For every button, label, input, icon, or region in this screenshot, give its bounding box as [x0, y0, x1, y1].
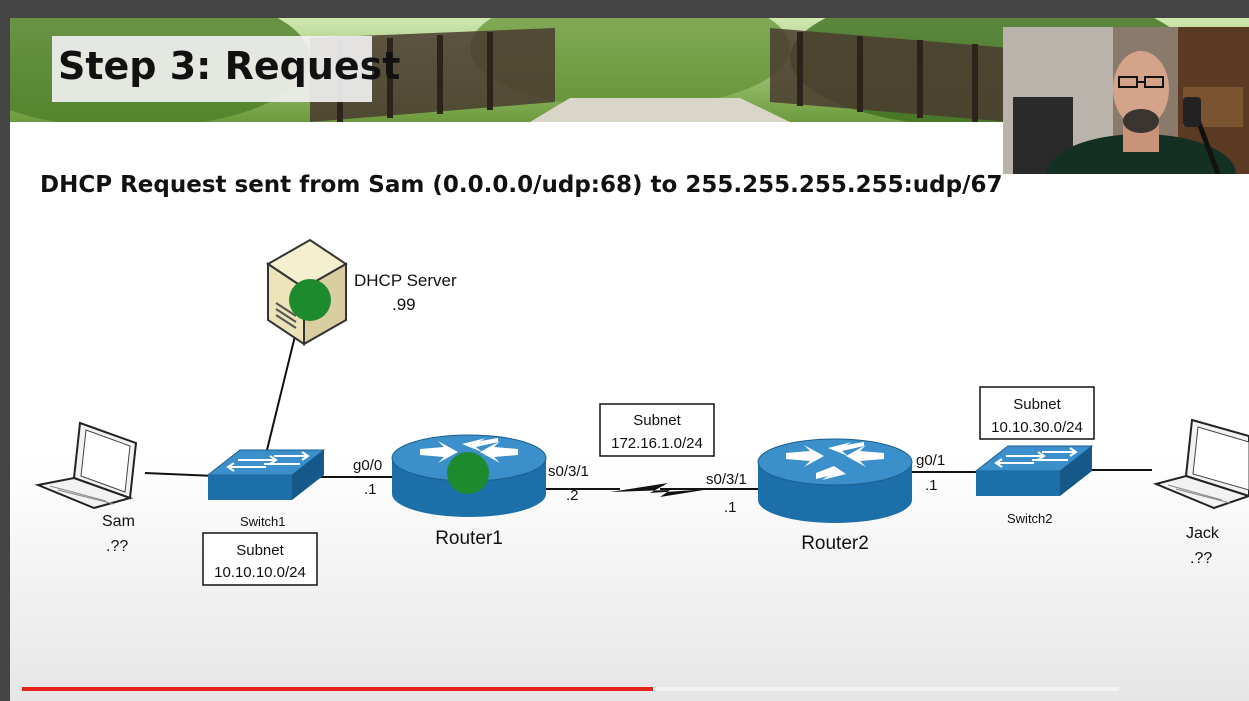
switch-icon-switch2: [974, 445, 1094, 496]
video-progress-fill: [22, 687, 653, 691]
jack-label: Jack: [1186, 525, 1220, 542]
svg-text:10.10.10.0/24: 10.10.10.0/24: [214, 564, 306, 581]
switch1-label: Switch1: [240, 514, 286, 529]
link-sam-switch1: [144, 472, 216, 477]
svg-text:172.16.1.0/24: 172.16.1.0/24: [611, 435, 703, 452]
network-diagram: DHCP Server .99 Sam .??: [34, 238, 1249, 586]
link-server-switch1: [265, 335, 296, 455]
svg-text:10.10.30.0/24: 10.10.30.0/24: [991, 419, 1083, 436]
presenter-webcam-video: [1003, 27, 1249, 174]
subnet-box-lan3: Subnet 10.10.30.0/24: [979, 386, 1095, 440]
svg-text:Subnet: Subnet: [633, 412, 681, 429]
router-icon-router2: [757, 438, 913, 523]
router1-g00-name: g0/0: [353, 457, 382, 474]
subnet-box-wan: Subnet 172.16.1.0/24: [599, 403, 715, 457]
switch2-label: Switch2: [1007, 511, 1053, 526]
router2-s031-host: .1: [724, 499, 737, 516]
jack-host: .??: [1190, 550, 1212, 567]
router2-g01-name: g0/1: [916, 452, 945, 469]
router-icon-router1: [391, 434, 547, 517]
server-icon: [266, 238, 348, 346]
slide-heading: DHCP Request sent from Sam (0.0.0.0/udp:…: [40, 172, 1003, 198]
laptop-icon-jack: [1152, 418, 1249, 510]
subnet-box-lan1: Subnet 10.10.10.0/24: [202, 532, 318, 586]
active-marker-server: [289, 279, 331, 321]
router1-s031-host: .2: [566, 487, 579, 504]
laptop-icon-sam: [34, 421, 138, 510]
dhcp-server-host: .99: [392, 295, 416, 314]
switch-icon-switch1: [206, 449, 326, 500]
router1-g00-host: .1: [364, 481, 377, 498]
sam-label: Sam: [102, 513, 135, 530]
slide-title-box: Step 3: Request: [52, 36, 400, 102]
slide-title: Step 3: Request: [58, 44, 401, 88]
router1-label: Router1: [435, 528, 503, 549]
router2-g01-host: .1: [925, 477, 938, 494]
router1-s031-name: s0/3/1: [548, 463, 589, 480]
active-marker-router1: [447, 452, 489, 494]
sam-host: .??: [106, 538, 128, 555]
dhcp-server-label: DHCP Server: [354, 271, 457, 290]
router2-label: Router2: [801, 533, 869, 554]
serial-link: [546, 483, 758, 497]
router2-s031-name: s0/3/1: [706, 471, 747, 488]
svg-text:Subnet: Subnet: [236, 542, 284, 559]
video-progress-bar[interactable]: [22, 687, 1119, 691]
svg-text:Subnet: Subnet: [1013, 396, 1061, 413]
